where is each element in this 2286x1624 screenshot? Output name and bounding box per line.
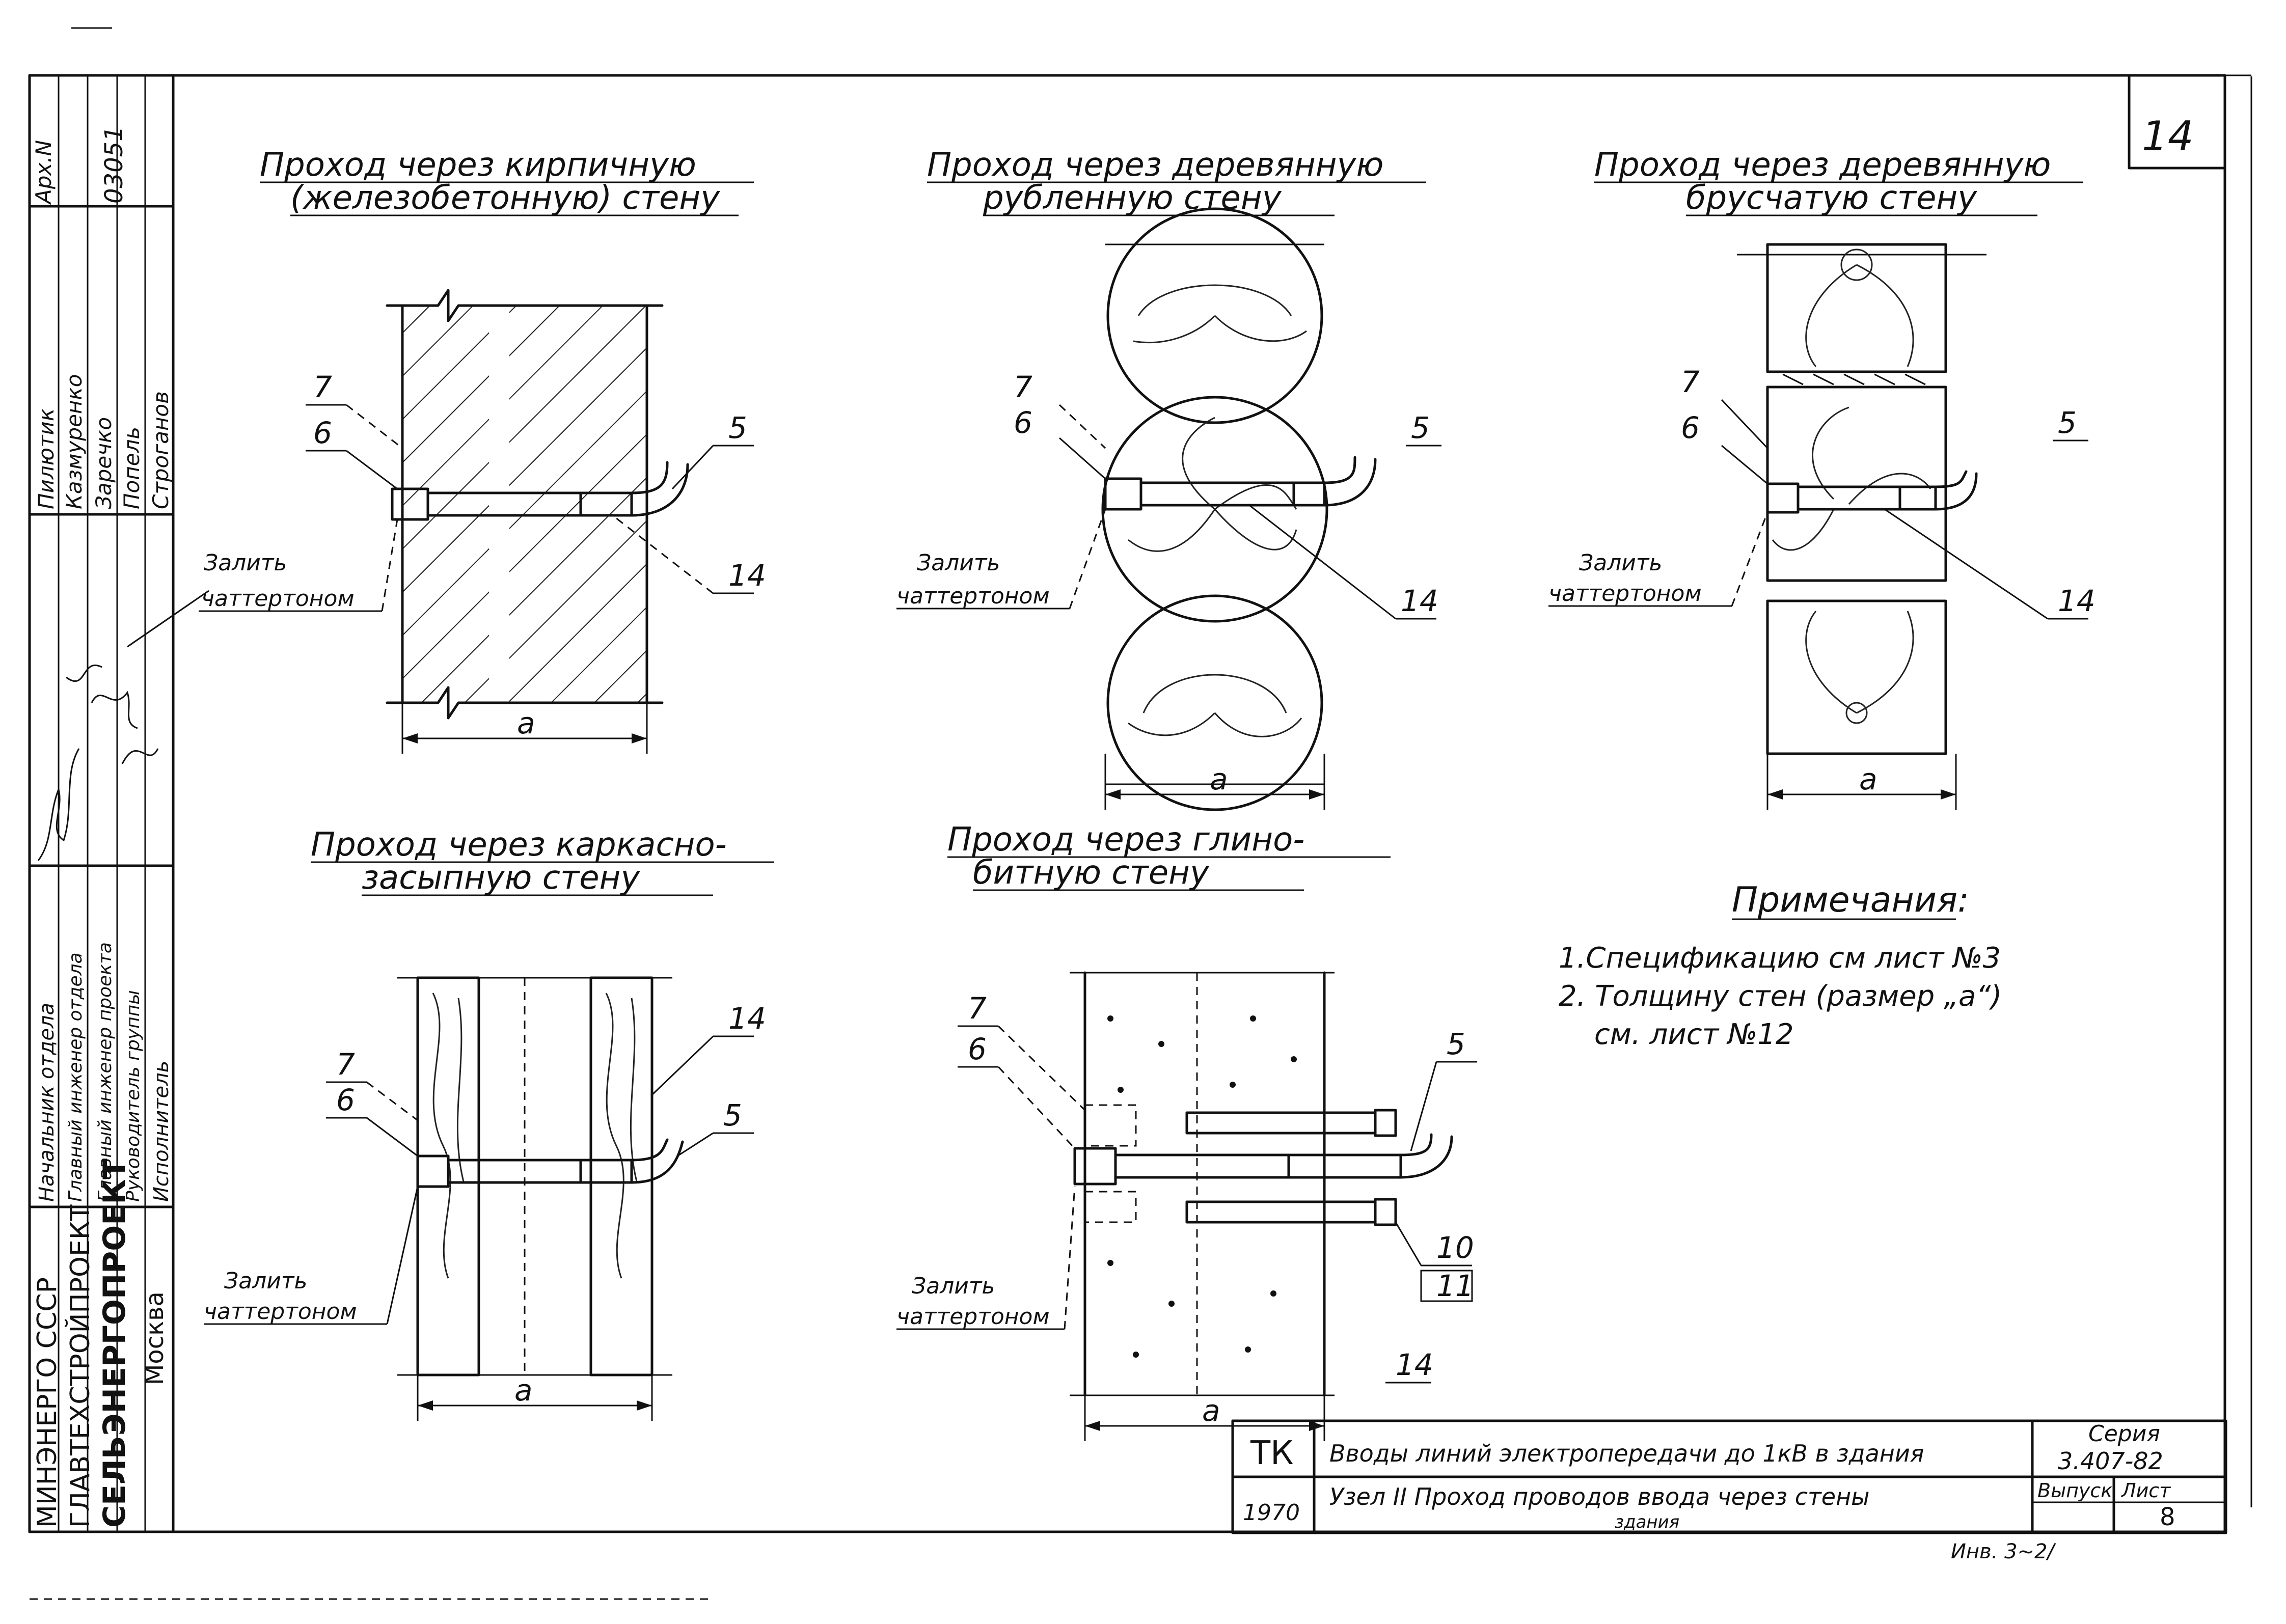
notes: Примечания: 1.Спецификацию см лист №3 2.… (1559, 880, 2002, 1051)
beam-fill-note-1: Залить (1579, 550, 1662, 576)
frame-fill-note-1: Залить (224, 1268, 307, 1294)
role-1: Начальник отдела (35, 1003, 59, 1202)
frame-title-1: Проход через каркасно- (311, 826, 727, 864)
sheet-value: 8 (2160, 1503, 2175, 1531)
log-callout-5: 5 (1411, 410, 1430, 445)
clay-title-1: Проход через глино- (947, 821, 1304, 859)
beam-callout-5: 5 (2058, 405, 2077, 440)
org-line-1: МИНЭНЕРГО СССР (32, 1277, 63, 1528)
log-dim-a: a (1210, 762, 1228, 796)
view-brick-wall: Проход через кирпичную (железобетонную) … (199, 146, 766, 754)
role-4: Руководитель группы (123, 990, 144, 1202)
name-5: Строганов (148, 391, 173, 509)
org-line-2: ГЛАВТЕХСТРОЙПРОЕКТ (65, 1204, 96, 1528)
brick-fill-note-2: чаттертоном (201, 586, 355, 612)
beam-fill-note-2: чаттертоном (1548, 581, 1702, 607)
sheet-number-text: 14 (2142, 113, 2194, 160)
log-title-1: Проход через деревянную (927, 146, 1383, 184)
series-label: Серия (2088, 1421, 2160, 1447)
tk-label: ТК (1250, 1435, 1294, 1472)
clay-texture (1107, 1015, 1297, 1358)
frame-dim-a: a (514, 1373, 533, 1408)
role-5: Исполнитель (150, 1061, 173, 1202)
note-line-3: см. лист №12 (1594, 1018, 1794, 1051)
beam-callout-14: 14 (2058, 584, 2096, 618)
role-2: Главный инженер отдела (65, 952, 86, 1202)
note-line-2: 2. Толщину стен (размер „a“) (1559, 980, 2002, 1013)
inventory-number: Инв. 3~2/ (1951, 1540, 2056, 1563)
role-3: Главный инженер проекта (95, 942, 116, 1202)
clay-callout-6: 6 (968, 1032, 987, 1066)
beam-title-1: Проход через деревянную (1594, 146, 2051, 184)
view-log-wall: Проход через деревянную рубленную стену … (896, 146, 1441, 811)
title-line-3: здания (1615, 1512, 1679, 1532)
frame-callout-7: 7 (336, 1047, 355, 1082)
frame-callout-5: 5 (723, 1098, 742, 1133)
name-2: Казмуренко (62, 374, 87, 509)
brick-dim-a: a (517, 706, 535, 740)
name-4: Попель (119, 427, 144, 509)
title-block: ТК 1970 Вводы линий электропередачи до 1… (1231, 1419, 2227, 1563)
side-block: Арх.N 03051 Пилютик Казмуренко Заречко П… (28, 74, 209, 1533)
archive-number: 03051 (100, 126, 128, 204)
view-clay-wall: Проход через глино- битную стену 7 6 5 (896, 821, 1477, 1441)
title-line-2: Узел II Проход проводов ввода через стен… (1329, 1483, 1869, 1510)
clay-callout-5: 5 (1447, 1027, 1465, 1061)
view-beam-wall: Проход через деревянную брусчатую стену … (1548, 146, 2096, 810)
clay-callout-10: 10 (1436, 1230, 1474, 1265)
notes-heading: Примечания: (1732, 880, 1969, 920)
signature-scribble (37, 664, 102, 861)
brick-fill-note-1: Залить (204, 550, 287, 576)
series-number: 3.407-82 (2058, 1447, 2163, 1475)
log-callout-6: 6 (1014, 405, 1032, 440)
signature-scribble-2 (91, 691, 159, 764)
view-frame-wall: Проход через каркасно- засыпную стену 7 … (204, 826, 774, 1421)
name-1: Пилютик (34, 408, 59, 509)
frame-fill-note-2: чаттертоном (204, 1299, 357, 1325)
name-3: Заречко (91, 417, 116, 509)
beam-dim-a: a (1859, 762, 1877, 796)
beam-callout-6: 6 (1681, 410, 1700, 445)
brick-callout-14: 14 (728, 558, 766, 593)
frame-callout-6: 6 (336, 1083, 355, 1117)
frame-title-2: засыпную стену (362, 859, 640, 897)
sheet-label: Лист (2120, 1479, 2171, 1502)
log-callout-14: 14 (1401, 584, 1438, 618)
clay-dim-a: a (1202, 1393, 1220, 1428)
clay-callout-11: 11 (1436, 1269, 1474, 1303)
sheet-number: 14 (2128, 75, 2225, 170)
brick-callout-7: 7 (313, 370, 332, 404)
beam-title-2: брусчатую стену (1686, 179, 1977, 217)
note-line-1: 1.Спецификацию см лист №3 (1559, 942, 2001, 975)
frame-callout-14: 14 (728, 1001, 766, 1036)
brick-title-1: Проход через кирпичную (260, 146, 696, 184)
clay-callout-7: 7 (968, 991, 987, 1026)
org-line-3: СЕЛЬЭНЕРГОПРОЕКТ (97, 1159, 132, 1528)
brick-callout-5: 5 (728, 410, 747, 445)
beam-callout-7: 7 (1681, 365, 1700, 399)
clay-callout-14: 14 (1396, 1347, 1433, 1382)
title-line-1: Вводы линий электропередачи до 1кВ в зда… (1329, 1440, 1924, 1467)
sheet-frame (28, 27, 2252, 1600)
brick-title-2: (железобетонную) стену (290, 179, 720, 217)
org-line-4: Москва (141, 1291, 169, 1385)
clay-fill-note-1: Залить (912, 1273, 995, 1299)
clay-fill-note-2: чаттертоном (896, 1304, 1050, 1330)
log-fill-note-1: Залить (917, 550, 1000, 576)
clay-title-2: битную стену (973, 854, 1210, 892)
issue-label: Выпуск (2037, 1479, 2112, 1502)
year: 1970 (1243, 1500, 1300, 1526)
archive-label: Арх.N (31, 140, 56, 205)
brick-callout-6: 6 (313, 416, 332, 450)
log-fill-note-2: чаттертоном (896, 583, 1050, 609)
log-callout-7: 7 (1014, 370, 1032, 404)
